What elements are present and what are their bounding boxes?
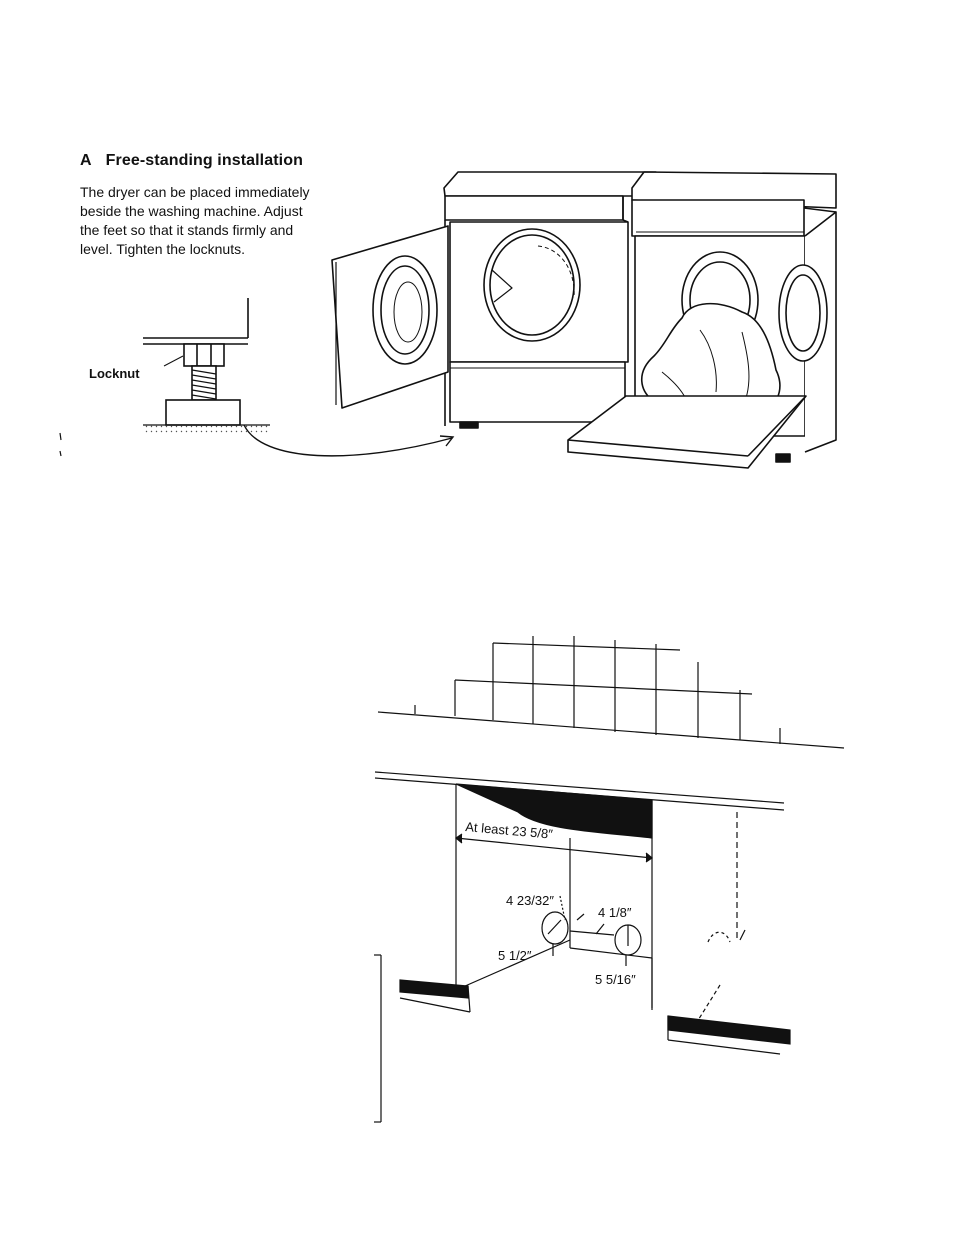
foot-detail-drawing [143,298,248,425]
dimension-label: 5 5/16″ [595,972,636,987]
dimension-label: 4 1/8″ [598,905,632,920]
dimension-label: 5 1/2″ [498,948,532,963]
curved-arrow [244,425,452,456]
locknut-label: Locknut [89,366,140,381]
dimension-label: 4 23/32″ [506,893,554,908]
recess-diagram [374,636,844,1122]
washer-dryer-drawing [332,172,836,468]
